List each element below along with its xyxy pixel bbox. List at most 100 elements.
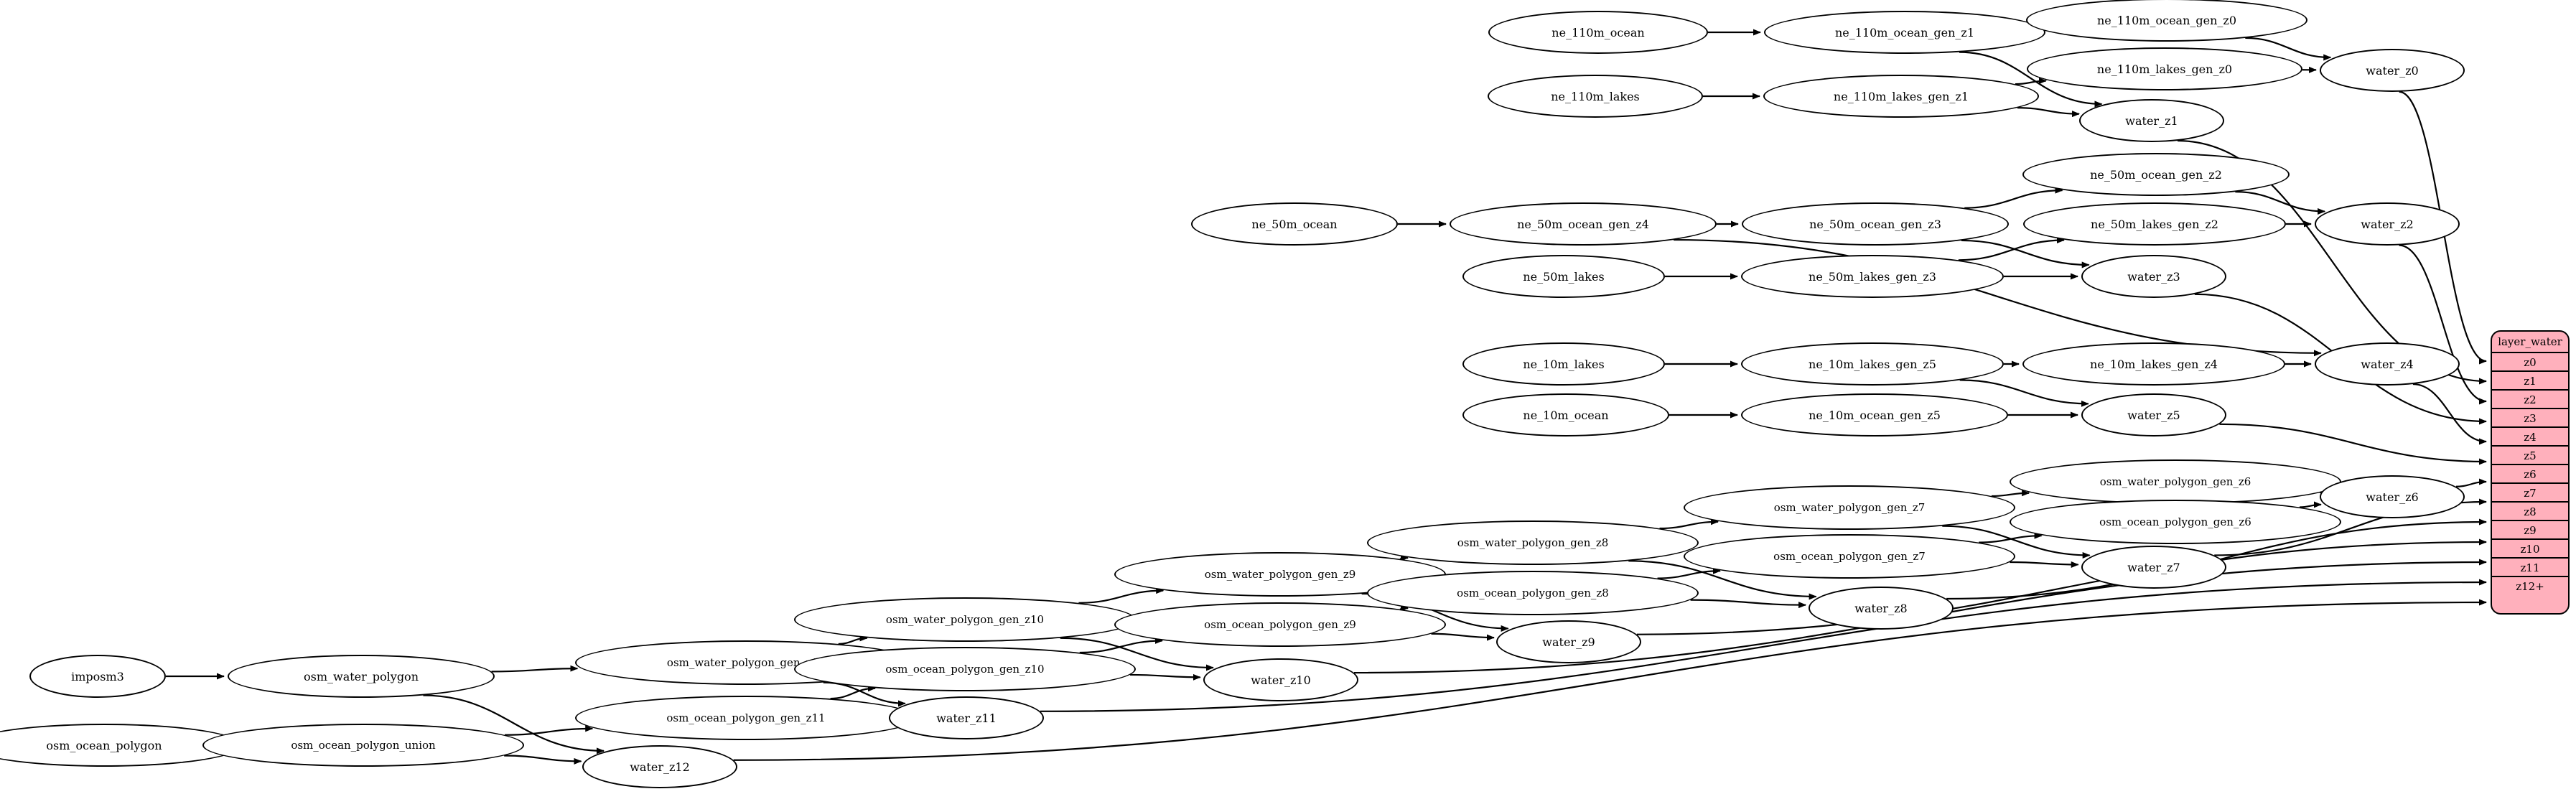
graph-node-osm-ocean-polygon-gen-z7[interactable]: osm_ocean_polygon_gen_z7 <box>1684 534 2015 579</box>
graph-edge <box>1979 532 2043 543</box>
layer-water-row-z5[interactable]: z5 <box>2492 445 2568 464</box>
graph-node-ne-50m-ocean-gen-z4[interactable]: ne_50m_ocean_gen_z4 <box>1450 202 1717 246</box>
graph-node-label: ne_10m_ocean_gen_z5 <box>1809 408 1941 422</box>
layer-water-row-z12plus[interactable]: z12+ <box>2492 576 2568 594</box>
graph-node-water-z0[interactable]: water_z0 <box>2320 49 2465 92</box>
graph-node-ne-50m-lakes[interactable]: ne_50m_lakes <box>1462 255 1665 298</box>
graph-edge <box>2010 561 2079 568</box>
graph-node-osm-ocean-polygon-gen-z8[interactable]: osm_ocean_polygon_gen_z8 <box>1367 571 1699 615</box>
layer-water-row-z1[interactable]: z1 <box>2492 370 2568 389</box>
graph-node-ne-110m-lakes-gen-z0[interactable]: ne_110m_lakes_gen_z0 <box>2027 47 2302 90</box>
graph-node-osm-ocean-polygon-gen-z11[interactable]: osm_ocean_polygon_gen_z11 <box>575 696 917 740</box>
graph-node-ne-110m-lakes[interactable]: ne_110m_lakes <box>1488 75 1703 118</box>
graph-node-label: imposm3 <box>71 669 124 683</box>
graph-node-water-z7[interactable]: water_z7 <box>2081 546 2226 589</box>
graph-node-label: ne_110m_ocean_gen_z1 <box>1834 25 1974 39</box>
graph-node-osm-ocean-polygon[interactable]: osm_ocean_polygon <box>0 724 242 767</box>
graph-node-label: osm_ocean_polygon_gen_z7 <box>1773 550 1926 563</box>
graph-node-osm-ocean-polygon-union[interactable]: osm_ocean_polygon_union <box>202 724 524 767</box>
graph-node-water-z6[interactable]: water_z6 <box>2320 475 2465 518</box>
graph-node-label: ne_50m_lakes_gen_z2 <box>2091 217 2218 231</box>
graph-node-label: ne_10m_ocean <box>1523 408 1609 422</box>
graph-node-label: water_z8 <box>1854 601 1908 615</box>
graph-node-water-z8[interactable]: water_z8 <box>1809 587 1954 630</box>
graph-node-water-z11[interactable]: water_z11 <box>889 696 1044 739</box>
graph-node-ne-110m-ocean-gen-z1[interactable]: ne_110m_ocean_gen_z1 <box>1764 11 2045 54</box>
layer-water-table-header: layer_water <box>2498 335 2562 348</box>
graph-edge <box>2235 191 2326 215</box>
layer-water-row-z11[interactable]: z11 <box>2492 557 2568 576</box>
graph-node-label: water_z12 <box>630 760 690 774</box>
graph-edge <box>1657 567 1722 579</box>
graph-node-ne-110m-lakes-gen-z1[interactable]: ne_110m_lakes_gen_z1 <box>1763 75 2039 118</box>
graph-edge <box>504 755 582 765</box>
graph-node-label: osm_water_polygon_gen_z10 <box>885 613 1045 626</box>
graph-node-label: osm_ocean_polygon <box>46 738 162 752</box>
graph-node-label: water_z10 <box>1251 673 1311 687</box>
graph-node-water-z4[interactable]: water_z4 <box>2315 342 2460 386</box>
layer-water-row-z10[interactable]: z10 <box>2492 538 2568 557</box>
graph-node-osm-ocean-polygon-gen-z10[interactable]: osm_ocean_polygon_gen_z10 <box>794 647 1136 691</box>
layer-water-row-z8[interactable]: z8 <box>2492 501 2568 520</box>
graph-edge <box>423 694 605 755</box>
graph-node-label: water_z4 <box>2361 357 2414 371</box>
graph-edge <box>2455 478 2487 487</box>
layer-water-row-z4[interactable]: z4 <box>2492 426 2568 445</box>
graph-edge <box>1690 599 1807 609</box>
graph-node-osm-ocean-polygon-gen-z6[interactable]: osm_ocean_polygon_gen_z6 <box>2010 500 2341 544</box>
graph-node-label: water_z2 <box>2361 217 2414 231</box>
graph-node-label: ne_110m_lakes_gen_z0 <box>2096 62 2233 76</box>
graph-node-osm-water-polygon[interactable]: osm_water_polygon <box>228 655 495 698</box>
layer-water-row-z0[interactable]: z0 <box>2492 352 2568 370</box>
graph-edge <box>2412 383 2487 445</box>
graph-node-ne-50m-ocean-gen-z2[interactable]: ne_50m_ocean_gen_z2 <box>2022 153 2290 196</box>
graph-edge <box>1961 239 2090 269</box>
graph-node-ne-50m-ocean[interactable]: ne_50m_ocean <box>1191 202 1398 246</box>
graph-node-imposm3[interactable]: imposm3 <box>29 655 166 698</box>
graph-node-ne-10m-ocean-gen-z5[interactable]: ne_10m_ocean_gen_z5 <box>1741 393 2008 436</box>
graph-node-water-z2[interactable]: water_z2 <box>2315 202 2460 246</box>
graph-node-water-z9[interactable]: water_z9 <box>1496 620 1641 663</box>
graph-node-label: water_z9 <box>1542 635 1595 649</box>
graph-node-ne-10m-lakes[interactable]: ne_10m_lakes <box>1462 342 1665 386</box>
graph-edge <box>1130 673 1201 681</box>
graph-node-ne-50m-ocean-gen-z3[interactable]: ne_50m_ocean_gen_z3 <box>1742 202 2009 246</box>
graph-node-ne-50m-lakes-gen-z2[interactable]: ne_50m_lakes_gen_z2 <box>2023 202 2286 246</box>
graph-node-water-z5[interactable]: water_z5 <box>2081 393 2226 436</box>
graph-edge <box>838 635 868 645</box>
graph-edge <box>1628 560 1817 600</box>
graph-node-ne-10m-ocean[interactable]: ne_10m_ocean <box>1462 393 1669 436</box>
graph-node-label: osm_ocean_polygon_gen_z6 <box>2099 515 2251 528</box>
layer-water-row-z2[interactable]: z2 <box>2492 389 2568 408</box>
graph-node-water-z1[interactable]: water_z1 <box>2079 99 2224 142</box>
graph-node-ne-10m-lakes-gen-z4[interactable]: ne_10m_lakes_gen_z4 <box>2022 342 2285 386</box>
graph-node-water-z3[interactable]: water_z3 <box>2081 255 2226 298</box>
graph-node-osm-water-polygon-gen-z8[interactable]: osm_water_polygon_gen_z8 <box>1367 520 1699 565</box>
graph-node-water-z12[interactable]: water_z12 <box>582 745 737 788</box>
graph-node-ne-10m-lakes-gen-z5[interactable]: ne_10m_lakes_gen_z5 <box>1741 342 2004 386</box>
graph-node-ne-110m-ocean-gen-z0[interactable]: ne_110m_ocean_gen_z0 <box>2026 0 2307 42</box>
graph-node-label: ne_50m_lakes <box>1523 269 1605 284</box>
graph-node-ne-50m-lakes-gen-z3[interactable]: ne_50m_lakes_gen_z3 <box>1741 255 2004 298</box>
graph-node-label: osm_water_polygon_gen_z6 <box>2099 475 2251 488</box>
graph-node-osm-water-polygon-gen-z7[interactable]: osm_water_polygon_gen_z7 <box>1684 485 2015 530</box>
graph-node-osm-water-polygon-gen-z10[interactable]: osm_water_polygon_gen_z10 <box>794 597 1136 642</box>
graph-node-label: water_z6 <box>2366 490 2419 504</box>
graph-edge <box>1959 379 2089 407</box>
layer-water-row-z3[interactable]: z3 <box>2492 408 2568 426</box>
graph-edge <box>1040 579 2487 712</box>
graph-node-water-z10[interactable]: water_z10 <box>1203 658 1358 701</box>
layer-water-row-z9[interactable]: z9 <box>2492 520 2568 538</box>
layer-water-row-z6[interactable]: z6 <box>2492 464 2568 482</box>
graph-edge <box>2219 423 2487 465</box>
graph-node-osm-water-polygon-gen-z6[interactable]: osm_water_polygon_gen_z6 <box>2010 459 2341 504</box>
graph-node-label: osm_water_polygon_gen_z7 <box>1773 501 1926 514</box>
graph-edge <box>2299 501 2322 508</box>
graph-node-label: ne_110m_ocean <box>1551 25 1645 39</box>
graph-node-ne-110m-ocean[interactable]: ne_110m_ocean <box>1488 11 1708 54</box>
graph-node-label: water_z0 <box>2366 63 2419 78</box>
layer-water-row-z7[interactable]: z7 <box>2492 482 2568 501</box>
graph-node-osm-ocean-polygon-gen-z9[interactable]: osm_ocean_polygon_gen_z9 <box>1114 602 1446 647</box>
